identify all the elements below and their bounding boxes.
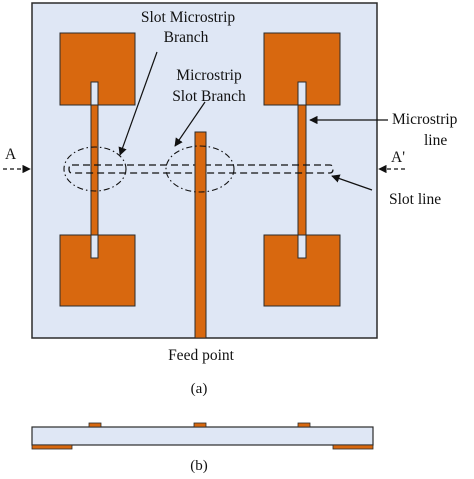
label-microstrip-line-line1: Microstrip (392, 111, 458, 128)
label-microstrip-slot-branch-line1: Microstrip (176, 67, 242, 84)
slot-line (68, 164, 334, 174)
feed-line (194, 131, 207, 339)
arrow-microstrip-slot-branch (174, 101, 206, 147)
ground-right (332, 444, 374, 450)
microstrip-slot-branch-ellipse (165, 145, 235, 193)
caption-b: (b) (190, 458, 208, 474)
right-top-patch (263, 32, 341, 106)
label-slot-microstrip-branch-line1: Slot Microstrip (141, 9, 236, 26)
label-microstrip-slot-branch-line2: Slot Branch (172, 88, 246, 105)
label-feed-point: Feed point (168, 347, 235, 364)
slot-microstrip-branch-ellipse (63, 146, 127, 192)
right-microstrip-line (297, 104, 307, 236)
label-section-a-prime: A' (391, 149, 405, 166)
label-slot-line: Slot line (389, 191, 441, 208)
top-strip-right (297, 422, 311, 428)
left-bottom-patch (59, 234, 136, 307)
label-microstrip-line-line2: line (424, 132, 447, 149)
top-strip-center (193, 422, 207, 428)
right-resonator (263, 32, 341, 307)
top-strip-left (88, 422, 102, 428)
substrate-side-view (31, 426, 374, 446)
caption-a: (a) (191, 381, 208, 397)
left-resonator (59, 32, 136, 307)
arrow-slot-line (331, 174, 373, 191)
arrow-slot-microstrip-branch (118, 51, 158, 156)
label-slot-microstrip-branch-line2: Branch (164, 29, 209, 46)
left-top-patch (59, 32, 136, 106)
side-view (31, 422, 374, 450)
ground-left (31, 444, 73, 450)
left-microstrip-line (90, 104, 99, 236)
label-section-a: A (5, 146, 17, 163)
